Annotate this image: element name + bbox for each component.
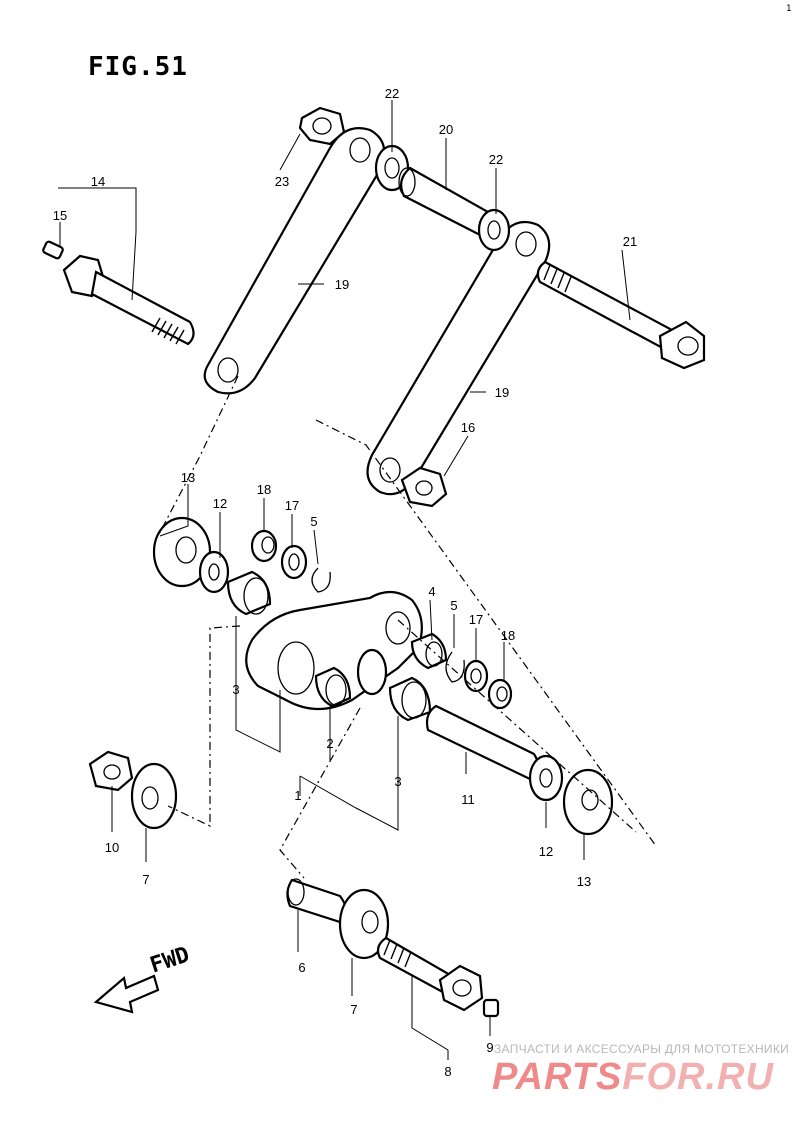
callout-3b: 3 xyxy=(394,774,401,789)
callout-17a: 17 xyxy=(285,498,299,513)
centerline-d xyxy=(279,707,361,879)
link-rod-lower xyxy=(366,220,551,496)
callout-4: 4 xyxy=(428,584,435,599)
callout-9: 9 xyxy=(486,1040,493,1055)
watermark-logo-part2: FOR.RU xyxy=(622,1056,774,1098)
watermark-logo-part1: PARTS xyxy=(492,1056,623,1098)
callout-16: 16 xyxy=(461,420,475,435)
bearing-3-left xyxy=(226,570,272,616)
callout-7b: 7 xyxy=(350,1002,357,1017)
callout-7a: 7 xyxy=(142,872,149,887)
centerline-e xyxy=(397,619,637,833)
shaft-11 xyxy=(425,704,540,782)
centerline-b xyxy=(315,419,657,847)
callout-21: 21 xyxy=(623,234,637,249)
spacer-18-left xyxy=(250,529,278,563)
callout-22b: 22 xyxy=(489,152,503,167)
callout-5b: 5 xyxy=(450,598,457,613)
spacer-18-right xyxy=(487,678,513,710)
bolt-14 xyxy=(62,254,195,346)
fwd-arrow-icon xyxy=(93,974,160,1014)
leader-lines xyxy=(58,100,631,1060)
centerline-a xyxy=(157,375,239,537)
callout-19b: 19 xyxy=(495,385,509,400)
callout-1: 1 xyxy=(294,788,301,803)
link-rod-upper-hole-bottom xyxy=(217,357,239,383)
washer-7-lower xyxy=(338,888,390,960)
callout-19a: 19 xyxy=(335,277,349,292)
seal-17-right xyxy=(463,659,489,693)
washer-7-left xyxy=(130,762,178,830)
callout-14: 14 xyxy=(91,174,105,189)
bearing-4 xyxy=(410,632,448,670)
callout-5a: 5 xyxy=(310,514,317,529)
washer-12-left xyxy=(198,550,230,594)
washer-13-right xyxy=(562,768,614,836)
callout-3a: 3 xyxy=(232,682,239,697)
bolt-8 xyxy=(376,936,484,1012)
ring-right xyxy=(356,648,388,696)
linkage-body-bore-left xyxy=(277,641,315,695)
callout-15: 15 xyxy=(53,208,67,223)
nut-16 xyxy=(400,466,448,508)
callout-22a: 22 xyxy=(385,86,399,101)
callout-8: 8 xyxy=(444,1064,451,1079)
nut-10 xyxy=(88,750,134,792)
callout-18a: 18 xyxy=(257,482,271,497)
callout-23: 23 xyxy=(275,174,289,189)
seal-17-left xyxy=(280,544,308,580)
watermark-logo: PARTSFOR.RU xyxy=(492,1056,774,1099)
callout-12b: 12 xyxy=(539,844,553,859)
callout-11: 11 xyxy=(461,792,475,807)
callout-6: 6 xyxy=(298,960,305,975)
link-rod-lower-hole-bottom xyxy=(379,457,401,483)
callout-12a: 12 xyxy=(213,496,227,511)
nut-23 xyxy=(298,106,346,146)
bearing-3-right xyxy=(388,676,432,722)
corner-mark: 1 xyxy=(786,4,792,14)
circlip-5-left xyxy=(311,567,331,593)
circlip-5-right xyxy=(445,651,465,683)
callout-18b: 18 xyxy=(501,628,515,643)
bearing-2 xyxy=(314,666,352,708)
washer-22-lower xyxy=(477,208,511,252)
centerline-c xyxy=(167,625,241,827)
linkage-body-bore-top xyxy=(385,611,411,645)
grease-nipple-15 xyxy=(42,240,64,260)
washer-12-right xyxy=(528,754,564,802)
collar-20 xyxy=(398,166,493,240)
callout-2: 2 xyxy=(326,736,333,751)
watermark-tagline: ЗАПЧАСТИ И АКСЕССУАРЫ ДЛЯ МОТОТЕХНИКИ xyxy=(494,1042,790,1056)
bolt-21 xyxy=(536,260,706,370)
callout-13b: 13 xyxy=(577,874,591,889)
callout-13a: 13 xyxy=(181,470,195,485)
link-rod-lower-hole-top xyxy=(515,231,537,257)
callout-10: 10 xyxy=(105,840,119,855)
link-rod-upper-hole-top xyxy=(349,137,371,163)
callout-20: 20 xyxy=(439,122,453,137)
collar-6 xyxy=(286,878,348,924)
link-rod-upper xyxy=(203,127,386,395)
grease-nipple-9 xyxy=(482,998,500,1018)
figure-title: FIG.51 xyxy=(88,52,188,82)
callout-17b: 17 xyxy=(469,612,483,627)
